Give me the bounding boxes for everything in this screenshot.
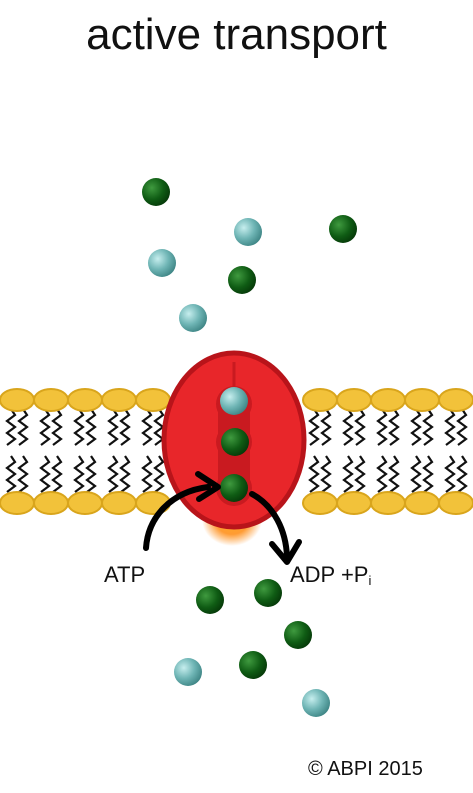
lipid-tail [410, 408, 422, 446]
lipid-tail [51, 408, 63, 446]
lipid-head [101, 491, 137, 515]
lipid-tail [354, 455, 366, 493]
adp-pi-label: ADP +Pi [290, 562, 371, 588]
curved-arrow-icon [143, 471, 221, 551]
molecule-dark [196, 586, 224, 614]
lipid-tail [376, 408, 388, 446]
molecule-dark [221, 428, 249, 456]
molecule-dark [284, 621, 312, 649]
lipid-tail [444, 408, 456, 446]
molecule-dark [220, 474, 248, 502]
lipid-head [370, 491, 406, 515]
lipid-head [438, 388, 473, 412]
molecule-light [179, 304, 207, 332]
lipid-tail [17, 455, 29, 493]
lipid-tail [456, 408, 468, 446]
lipid-tail [388, 408, 400, 446]
lipid-head [67, 388, 103, 412]
adp-text: ADP +P [290, 562, 369, 587]
molecule-light [234, 218, 262, 246]
lipid-tail [320, 408, 332, 446]
molecule-dark [239, 651, 267, 679]
lipid-head [0, 388, 35, 412]
lipid-head [0, 491, 35, 515]
lipid-head [370, 388, 406, 412]
lipid-tail [39, 408, 51, 446]
membrane-left [0, 388, 171, 515]
molecules-outside [142, 178, 357, 332]
lipid-tail [410, 455, 422, 493]
lipid-head [33, 388, 69, 412]
lipid-tail [17, 408, 29, 446]
lipid-head [336, 388, 372, 412]
lipid-head [302, 388, 338, 412]
lipid-tail [153, 455, 165, 493]
lipid-tail [444, 455, 456, 493]
molecule-dark [142, 178, 170, 206]
lipid-tail [308, 408, 320, 446]
lipid-head [438, 491, 473, 515]
molecule-dark [228, 266, 256, 294]
lipid-tail [141, 455, 153, 493]
copyright: © ABPI 2015 [308, 758, 423, 780]
curved-arrow-icon [249, 491, 302, 565]
pi-subscript: i [368, 573, 372, 588]
lipid-tail [39, 455, 51, 493]
molecules-in-channel [220, 387, 249, 502]
molecule-light [220, 387, 248, 415]
lipid-tail [308, 455, 320, 493]
lipid-tail [85, 455, 97, 493]
atp-label: ATP [104, 562, 145, 588]
lipid-head [302, 491, 338, 515]
lipid-tail [85, 408, 97, 446]
lipid-tail [422, 408, 434, 446]
molecules-inside [174, 579, 330, 717]
atp-text: ATP [104, 562, 146, 587]
lipid-tail [422, 455, 434, 493]
molecule-light [174, 658, 202, 686]
lipid-tail [51, 455, 63, 493]
page-title: active transport [86, 10, 387, 59]
lipid-head [135, 388, 171, 412]
lipid-tail [73, 408, 85, 446]
lipid-tail [73, 455, 85, 493]
lipid-tail [354, 408, 366, 446]
lipid-tail [5, 408, 17, 446]
lipid-tail [376, 455, 388, 493]
lipid-tail [141, 408, 153, 446]
lipid-tail [107, 408, 119, 446]
lipid-tail [456, 455, 468, 493]
lipid-head [404, 388, 440, 412]
membrane-right [302, 388, 473, 515]
molecule-light [148, 249, 176, 277]
lipid-head [336, 491, 372, 515]
lipid-tail [388, 455, 400, 493]
molecule-light [302, 689, 330, 717]
lipid-tail [5, 455, 17, 493]
lipid-head [67, 491, 103, 515]
lipid-tail [342, 455, 354, 493]
lipid-tail [107, 455, 119, 493]
lipid-head [404, 491, 440, 515]
lipid-head [33, 491, 69, 515]
lipid-tail [119, 455, 131, 493]
molecule-dark [329, 215, 357, 243]
lipid-tail [119, 408, 131, 446]
molecule-dark [254, 579, 282, 607]
lipid-head [101, 388, 137, 412]
lipid-tail [342, 408, 354, 446]
lipid-tail [320, 455, 332, 493]
